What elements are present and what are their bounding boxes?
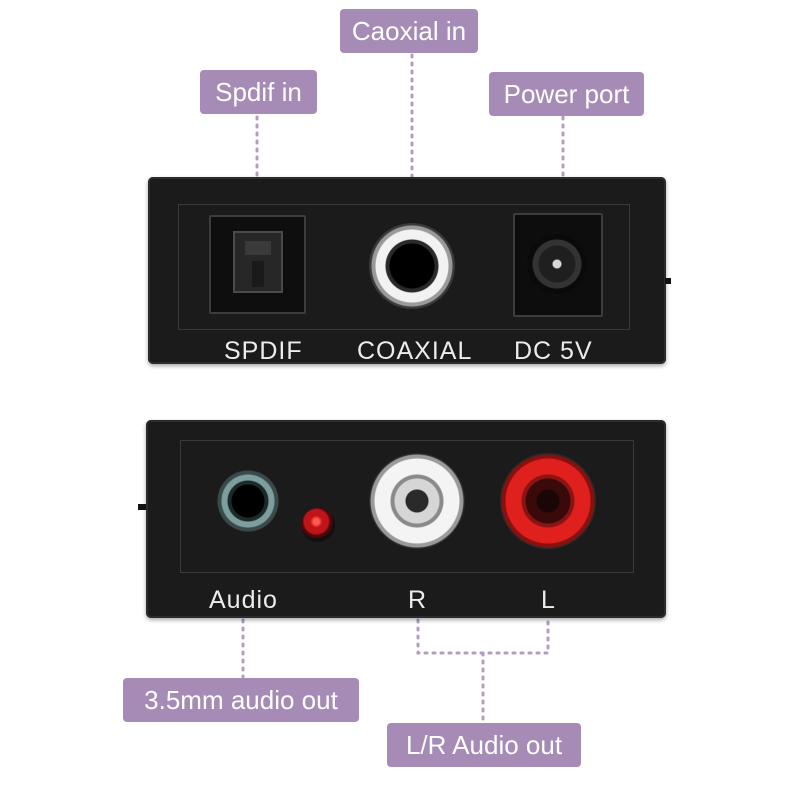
- side-nub-right: [665, 278, 671, 284]
- input-panel: SPDIF COAXIAL DC 5V: [148, 177, 671, 365]
- callout-lr-audio-out: L/R Audio out: [387, 723, 581, 767]
- dc-5v-label: DC 5V: [514, 337, 593, 365]
- rca-right-jack: [369, 453, 465, 549]
- rca-left-jack: [500, 453, 596, 549]
- coaxial-label: COAXIAL: [357, 337, 473, 365]
- lr-leader: [416, 618, 550, 655]
- r-label: R: [408, 586, 428, 614]
- callout-power-port: Power port: [489, 72, 644, 116]
- spdif-port-shutter: [233, 231, 283, 293]
- spdif-label: SPDIF: [224, 337, 303, 365]
- audio-label: Audio: [209, 586, 278, 614]
- callout-spdif-in: Spdif in: [200, 70, 317, 114]
- l-label: L: [541, 586, 556, 614]
- output-panel-bezel: [180, 440, 634, 573]
- input-panel-bezel: [178, 204, 630, 330]
- spdif-optical-port: [209, 215, 306, 314]
- output-panel: Audio R L: [138, 420, 666, 618]
- callout-coaxial-in: Caoxial in: [340, 9, 478, 53]
- side-nub-left: [138, 504, 146, 510]
- audio-35mm-jack: [216, 469, 280, 533]
- status-led: [301, 508, 335, 542]
- coaxial-jack: [369, 223, 455, 309]
- callout-35mm-audio-out: 3.5mm audio out: [123, 678, 359, 722]
- dc-power-jack: [513, 213, 603, 317]
